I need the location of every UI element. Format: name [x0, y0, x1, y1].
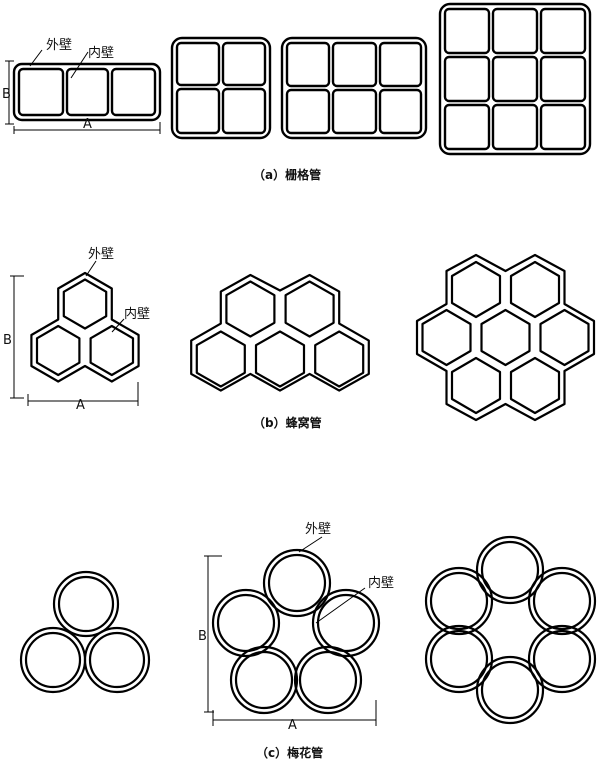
honeycomb-dimensions — [10, 260, 139, 406]
plum-dim-b-label: B — [198, 629, 207, 644]
plum-tube-6circle — [424, 535, 597, 725]
grid-tube-caption: （a）栅格管 — [253, 167, 321, 182]
grid-tube-section — [12, 2, 592, 156]
plum-tube-caption: （c）梅花管 — [256, 745, 323, 760]
honeycomb-tube-section — [30, 253, 596, 422]
honeycomb-dim-a-label: A — [76, 398, 85, 413]
plum-dim-a-label: A — [288, 718, 297, 733]
grid-outer-wall-label: 外壁 — [46, 38, 72, 53]
honeycomb-tube-5cell — [190, 273, 370, 392]
honeycomb-tube-3cell — [30, 271, 140, 383]
grid-tube-2x2 — [170, 36, 272, 140]
grid-tube-1x3 — [12, 62, 162, 122]
grid-tube-dimensions — [5, 49, 161, 134]
honeycomb-dim-b-label: B — [3, 333, 12, 348]
plum-tube-section — [19, 535, 597, 725]
grid-dim-b-label: B — [2, 87, 11, 102]
plum-tube-3circle — [19, 570, 151, 694]
grid-tube-2x3 — [280, 36, 428, 140]
grid-inner-wall-label: 内壁 — [88, 45, 114, 61]
grid-dim-a-label: A — [83, 117, 92, 132]
plum-inner-wall-label: 内壁 — [368, 575, 394, 591]
honeycomb-tube-7cell — [415, 253, 596, 422]
plum-outer-wall-label: 外壁 — [305, 522, 331, 537]
plum-dimensions — [204, 536, 377, 726]
honeycomb-outer-wall-label: 外壁 — [88, 247, 114, 262]
honeycomb-tube-caption: （b）蜂窝管 — [253, 415, 322, 430]
plum-tube-5circle — [211, 548, 381, 715]
honeycomb-inner-wall-label: 内壁 — [124, 306, 150, 322]
grid-tube-3x3 — [438, 2, 592, 156]
